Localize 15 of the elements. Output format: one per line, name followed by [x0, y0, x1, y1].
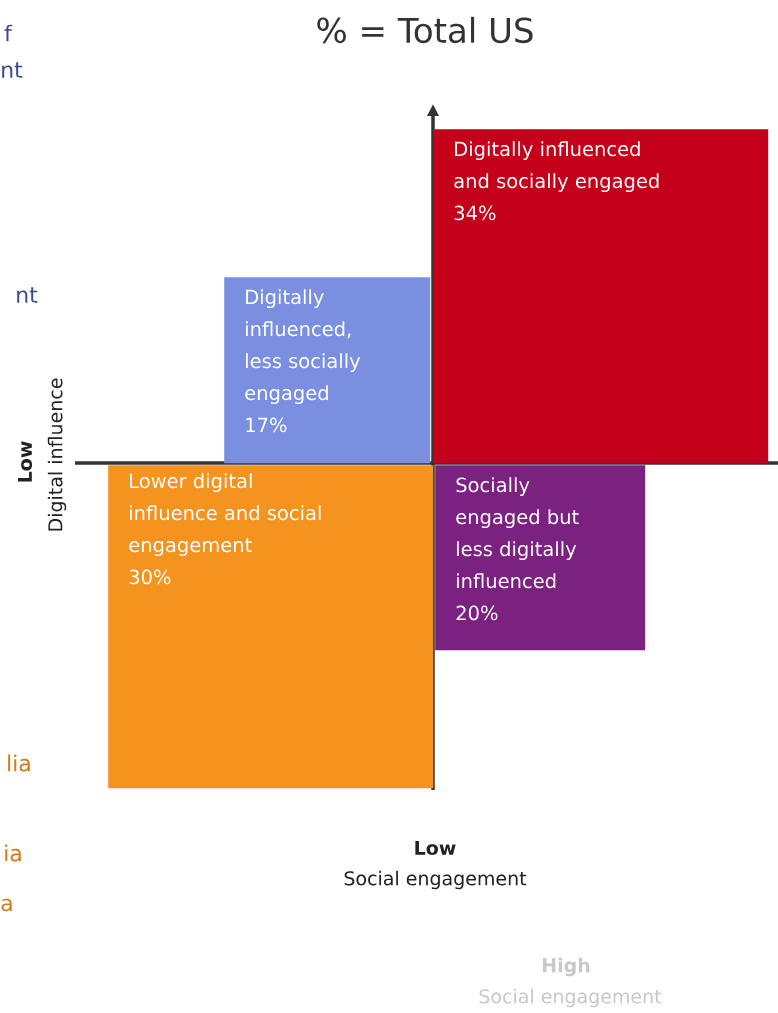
cut-off-text: lia: [8, 754, 30, 772]
cut-off-text: a: [1, 898, 12, 912]
quadrant-box: Digitally influenced and socially engaged 34%: [433, 129, 769, 464]
cut-off-text: nt: [17, 287, 38, 303]
axis-title: Social engagement: [344, 870, 527, 890]
axis-title: Digital influence: [47, 378, 67, 531]
quadrant-box: Digitally influenced, less socially engaged 17%: [224, 277, 431, 464]
cut-off-text: f: [4, 24, 13, 42]
axis-end-label: Low: [415, 840, 456, 856]
axis-end-label: Low: [17, 441, 33, 482]
chart-title: % = Total US: [317, 16, 533, 44]
cut-off-text: ia: [5, 844, 21, 862]
cut-off-text: nt: [2, 62, 23, 78]
quadrant-box: Socially engaged but less digitally influenced 20%: [435, 465, 646, 651]
quadrant-box: Lower digital influence and social engagement 30%: [108, 465, 434, 789]
